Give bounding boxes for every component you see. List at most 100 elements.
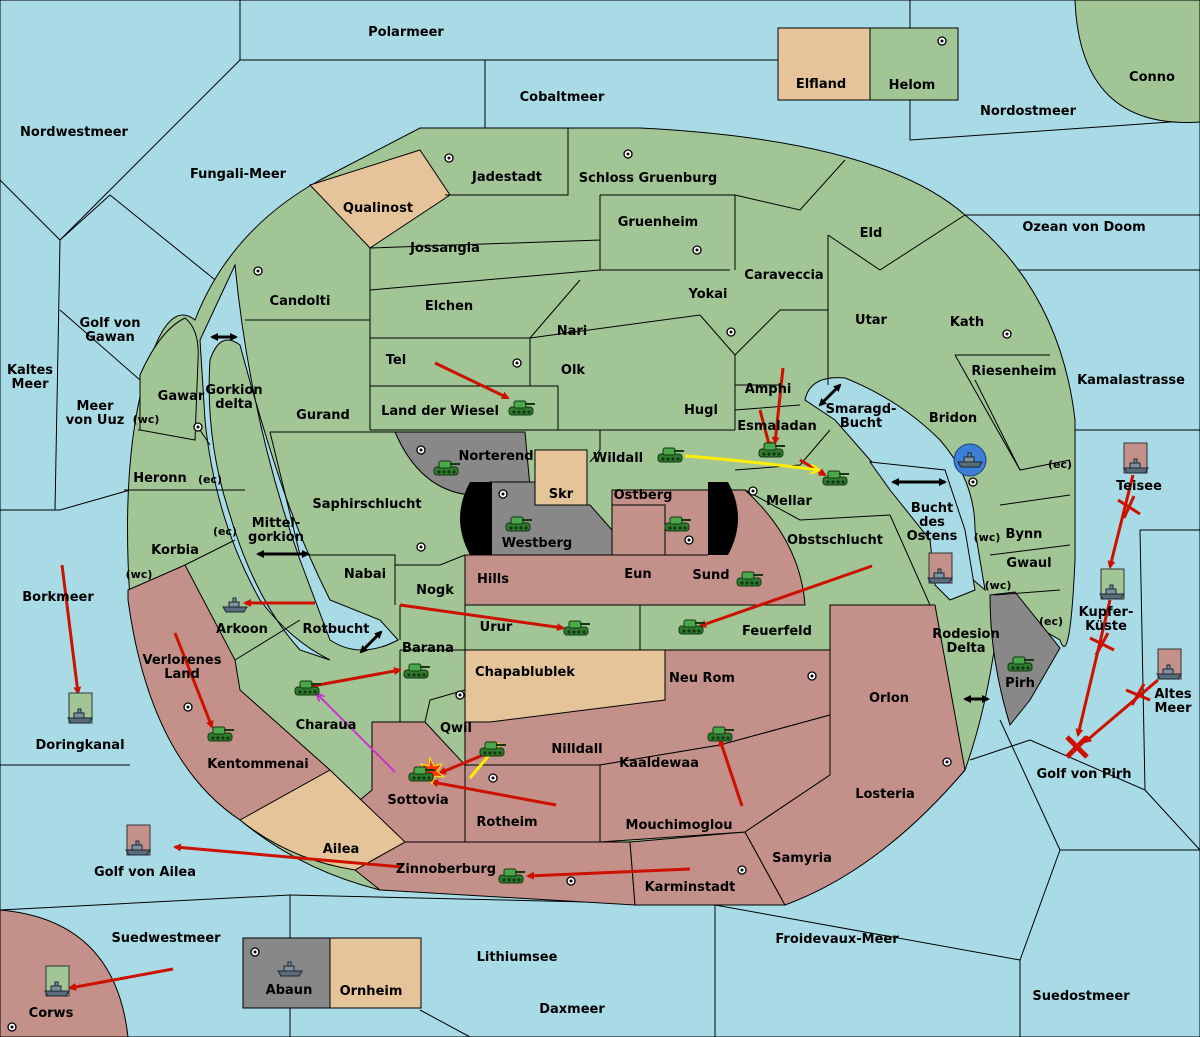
label-line: des <box>919 515 945 530</box>
region-chapablublek[interactable] <box>464 649 666 723</box>
label-line: Karminstadt <box>645 880 736 895</box>
label-line: Utar <box>855 313 888 328</box>
label-line: Skr <box>549 487 574 502</box>
label-smaragd-bucht: Smaragd-Bucht <box>826 402 897 431</box>
label-line: Gurand <box>296 408 350 423</box>
label-line: Eld <box>860 226 883 241</box>
label-line: Neu Rom <box>669 671 735 686</box>
coast-label: (ec) <box>198 473 222 486</box>
label-nabai: Nabai <box>344 567 386 582</box>
label-gruenheim: Gruenheim <box>618 215 698 230</box>
label-barana: Barana <box>402 641 454 656</box>
label-esmaladan: Esmaladan <box>737 419 817 434</box>
label-line: (wc) <box>133 413 160 426</box>
supply-center-icon <box>807 671 817 681</box>
label-lithiumsee: Lithiumsee <box>477 950 558 965</box>
label-kentommenai: Kentommenai <box>207 757 308 772</box>
label-land-der-wiesel: Land der Wiesel <box>381 404 499 419</box>
label-hugl: Hugl <box>684 403 718 418</box>
label-golf-von-pirh: Golf von Pirh <box>1036 767 1131 782</box>
label-line: Arkoon <box>216 622 268 637</box>
label-suedostmeer: Suedostmeer <box>1032 989 1130 1004</box>
fleet-flags[interactable] <box>44 442 1182 997</box>
label-line: Bucht <box>911 501 953 516</box>
label-line: Mouchimoglou <box>626 818 733 833</box>
label-helom: Helom <box>889 78 936 93</box>
label-line: Golf von Pirh <box>1036 767 1131 782</box>
label-line: Elchen <box>425 299 473 314</box>
label-line: Charaua <box>296 718 357 733</box>
label-line: Rodesion <box>932 627 999 642</box>
coast-label: (ec) <box>1048 458 1072 471</box>
region-conno[interactable] <box>1074 0 1200 123</box>
label-sund: Sund <box>692 568 729 583</box>
label-line: Daxmeer <box>539 1002 605 1017</box>
supply-center-icon <box>726 327 736 337</box>
label-line: Nordostmeer <box>980 104 1077 119</box>
coast-label: (wc) <box>985 579 1012 592</box>
label-line: Nari <box>557 324 588 339</box>
region-ornheim[interactable] <box>329 937 422 1009</box>
label-borkmeer: Borkmeer <box>22 590 94 605</box>
label-schloss-gruenburg: Schloss Gruenburg <box>579 171 717 186</box>
label-polarmeer: Polarmeer <box>368 25 444 40</box>
label-riesenheim: Riesenheim <box>971 364 1056 379</box>
label-gurand: Gurand <box>296 408 350 423</box>
region-gawar[interactable] <box>139 317 199 441</box>
label-line: Suedostmeer <box>1032 989 1130 1004</box>
fleets[interactable] <box>222 443 987 977</box>
label-line: Küste <box>1085 619 1127 634</box>
label-line: Ozean von Doom <box>1022 220 1145 235</box>
label-line: Bynn <box>1006 527 1043 542</box>
coast-labels: (wc) (ec) (ec) (wc) (ec) (wc) (wc) (ec) <box>126 413 1072 628</box>
land-borders <box>124 128 1071 842</box>
label-line: Candolti <box>270 294 331 309</box>
label-charaua: Charaua <box>296 718 357 733</box>
label-line: Losteria <box>855 787 915 802</box>
label-line: Cobaltmeer <box>520 90 605 105</box>
label-line: Nogk <box>416 583 454 598</box>
label-line: Conno <box>1129 70 1175 85</box>
label-line: Sottovia <box>387 793 448 808</box>
label-line: Gorkion <box>205 383 262 398</box>
label-line: Nabai <box>344 567 386 582</box>
label-line: Rotheim <box>476 815 537 830</box>
cross-icon <box>1065 735 1089 759</box>
label-yokai: Yokai <box>687 287 727 302</box>
label-line: Delta <box>946 641 985 656</box>
label-line: Hills <box>477 572 509 587</box>
supply-center-icon <box>737 865 747 875</box>
supply-center-icon <box>488 773 498 783</box>
supply-center-icon <box>692 245 702 255</box>
supply-center-icon <box>253 266 263 276</box>
label-line: Kaltes <box>7 363 53 378</box>
label-line: (wc) <box>985 579 1012 592</box>
label-amphi: Amphi <box>745 382 792 397</box>
region-orlon-losteria-samyria[interactable] <box>744 604 966 906</box>
label-saphirschlucht: Saphirschlucht <box>312 497 421 512</box>
region-skr[interactable] <box>534 449 588 506</box>
supply-center-icon <box>498 489 508 499</box>
label-line: Saphirschlucht <box>312 497 421 512</box>
coast-label: (wc) <box>974 531 1001 544</box>
label-nilldall: Nilldall <box>551 742 602 757</box>
label-line: (ec) <box>1039 615 1063 628</box>
label-line: Land der Wiesel <box>381 404 499 419</box>
label-elfland: Elfland <box>796 77 846 92</box>
label-line: Nilldall <box>551 742 602 757</box>
region-elfland[interactable] <box>777 27 871 101</box>
supply-center-icon <box>748 486 758 496</box>
label-line: Ostberg <box>614 488 673 503</box>
label-line: Teisee <box>1116 479 1162 494</box>
label-line: Heronn <box>133 471 187 486</box>
label-obstschlucht: Obstschlucht <box>787 533 883 548</box>
label-line: Barana <box>402 641 454 656</box>
label-line: (ec) <box>1048 458 1072 471</box>
label-nari: Nari <box>557 324 588 339</box>
region-westberg[interactable] <box>489 481 613 556</box>
